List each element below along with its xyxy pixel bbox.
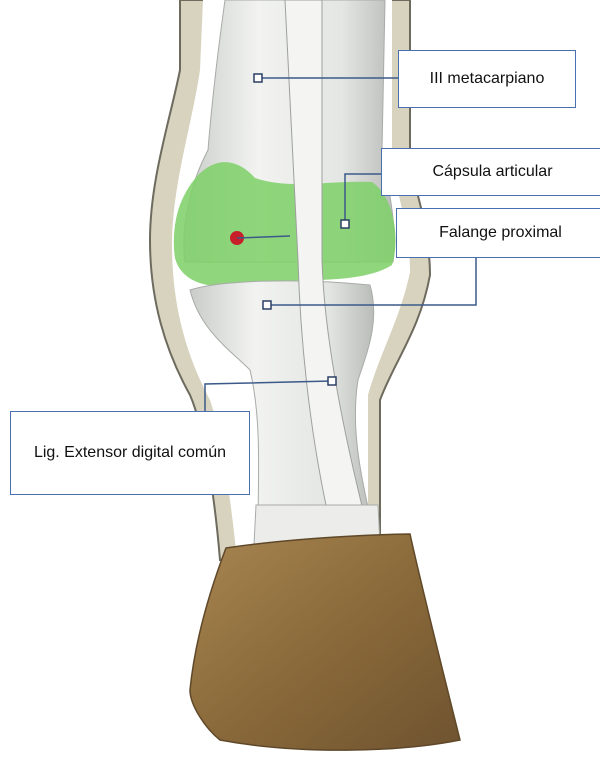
label-ligamento-extensor: Lig. Extensor digital común xyxy=(10,411,250,495)
marker-capsula xyxy=(341,220,349,228)
marker-falange xyxy=(263,301,271,309)
label-text-metacarpiano: III metacarpiano xyxy=(430,69,545,90)
marker-ligamento xyxy=(328,377,336,385)
hoof xyxy=(190,534,460,750)
label-falange-proximal: Falange proximal xyxy=(396,208,600,258)
label-text-falange: Falange proximal xyxy=(439,223,562,244)
label-text-ligamento: Lig. Extensor digital común xyxy=(34,443,226,464)
marker-metacarpiano xyxy=(254,74,262,82)
label-text-capsula: Cápsula articular xyxy=(432,162,552,183)
label-capsula-articular: Cápsula articular xyxy=(381,148,600,196)
label-iii-metacarpiano: III metacarpiano xyxy=(398,50,576,108)
